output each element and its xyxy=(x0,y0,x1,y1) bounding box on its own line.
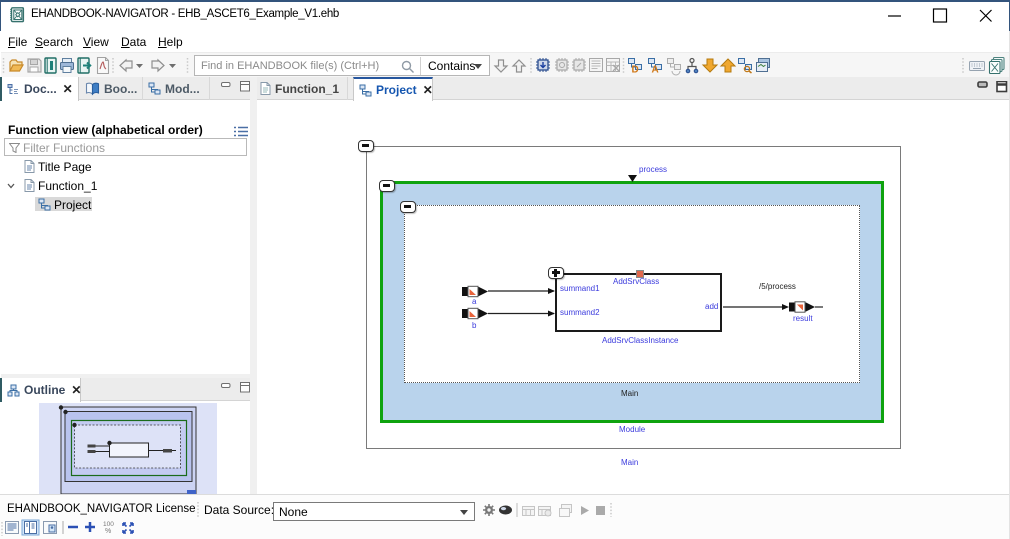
svg-text:D: D xyxy=(632,65,639,76)
svg-text:A: A xyxy=(652,65,659,76)
svg-text:%: % xyxy=(105,528,111,535)
svg-text:100: 100 xyxy=(103,521,114,528)
